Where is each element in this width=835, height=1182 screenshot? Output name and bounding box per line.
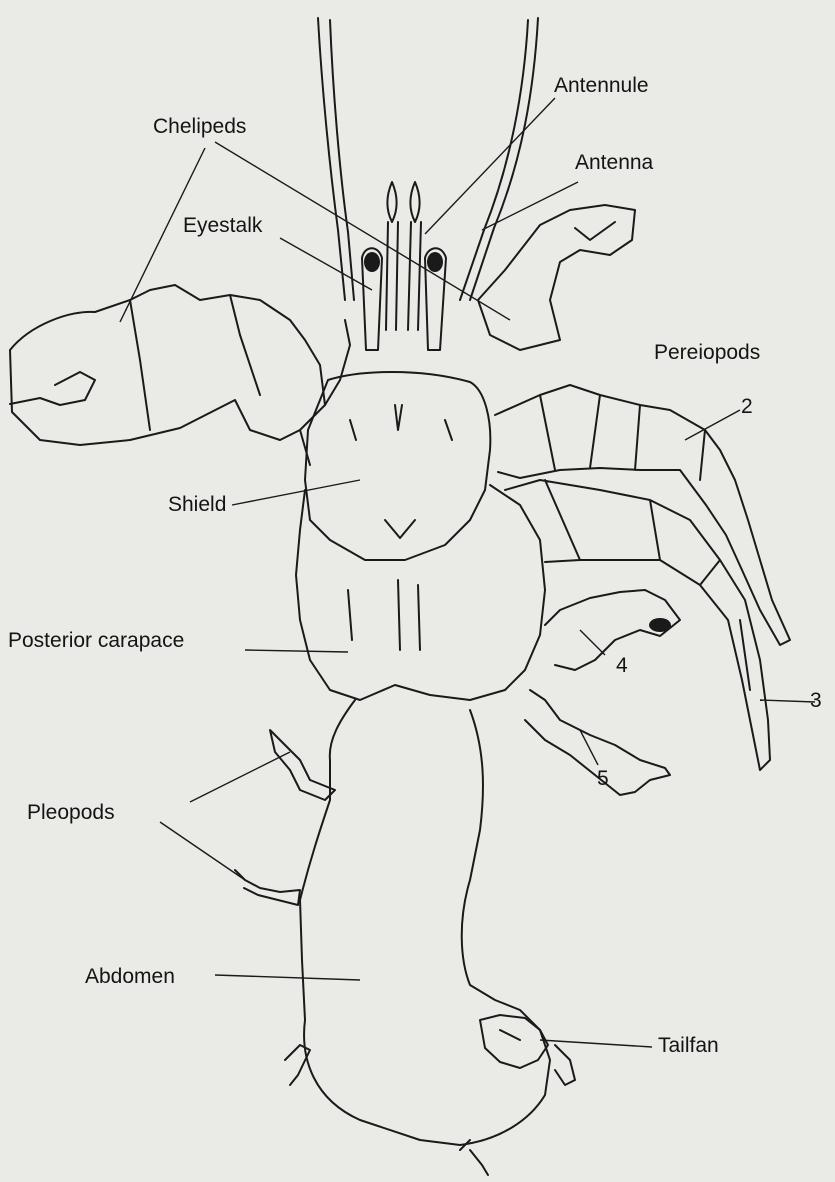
left-antennule [386,182,398,330]
label-antennule: Antennule [554,75,649,96]
label-abdomen: Abdomen [85,966,175,987]
label-pereiopods: Pereiopods [654,342,760,363]
label-shield: Shield [168,494,226,515]
label-leg-3: 3 [810,690,822,711]
right-eye-icon [427,252,443,272]
leader-pleopods-lower [160,822,245,880]
pleopod-lower [235,870,300,905]
leader-pleopods-upper [190,752,290,802]
shield-outline [305,372,490,560]
leader-eyestalk [280,238,372,290]
right-cheliped [478,205,635,350]
label-leg-5: 5 [597,768,609,789]
leader-antenna [482,182,578,230]
label-chelipeds: Chelipeds [153,116,246,137]
dactyl-dark-tip [649,618,671,632]
right-antennule [408,182,421,330]
right-antenna [460,18,538,300]
left-eye-icon [364,252,380,272]
leader-pereiopod-3 [760,700,815,702]
leader-pereiopod-2 [685,410,740,440]
label-eyestalk: Eyestalk [183,215,262,236]
left-cheliped [10,285,325,445]
abdomen-outline [300,700,550,1145]
leader-pereiopod-4 [580,630,605,655]
posterior-carapace-outline [296,485,545,700]
label-pleopods: Pleopods [27,802,115,823]
pleopod-upper [270,730,335,800]
leader-posterior-carapace [245,650,348,652]
leader-shield [232,480,360,505]
tailfan-outline [480,1015,575,1085]
pleopod-tail [460,1140,488,1175]
leader-abdomen [215,975,360,980]
label-leg-2: 2 [741,396,753,417]
label-posterior-carapace: Posterior carapace [8,630,184,651]
label-antenna: Antenna [575,152,653,173]
left-antenna [318,18,354,300]
label-leg-4: 4 [616,655,628,676]
label-tailfan: Tailfan [658,1035,719,1056]
